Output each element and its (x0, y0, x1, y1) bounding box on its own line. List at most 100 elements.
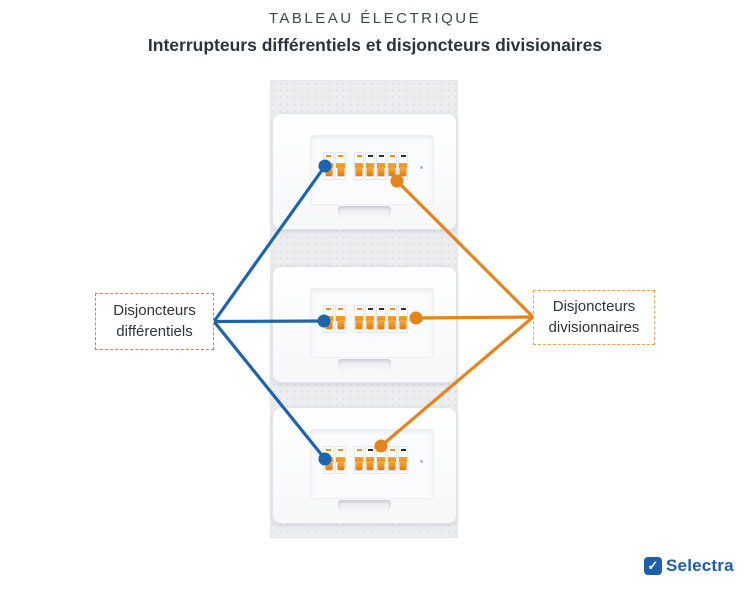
divisional-breaker-group (354, 446, 408, 474)
differential-breaker-group (323, 305, 346, 333)
panel-handle (338, 359, 391, 373)
breaker-toggle (337, 167, 344, 176)
breaker-label-chip (401, 155, 406, 157)
breaker-toggle (366, 461, 374, 470)
breaker-module (354, 152, 364, 180)
breaker-band (366, 316, 374, 321)
breaker-toggle (355, 167, 363, 176)
breaker-module (376, 152, 386, 180)
breaker-toggle (388, 167, 396, 176)
breaker-label-chip (368, 308, 373, 310)
brand-name: Selectra (666, 556, 734, 575)
breaker-band (336, 163, 345, 168)
breaker-module (387, 446, 397, 474)
breaker-toggle (377, 461, 385, 470)
breaker-band (388, 163, 396, 168)
breaker-module (365, 305, 375, 333)
breaker-module (398, 152, 408, 180)
breaker-label-chip (379, 449, 384, 451)
breaker-band (355, 316, 363, 321)
breaker-label-chip (379, 308, 384, 310)
breaker-toggle (337, 461, 344, 470)
callout-line: divisionnaires (548, 318, 640, 336)
breaker-band (355, 163, 363, 168)
screw-dot (420, 166, 423, 169)
breaker-toggle (337, 320, 344, 329)
breaker-module (365, 446, 375, 474)
breaker-module (398, 446, 408, 474)
selectra-logo: ✓ Selectra (644, 556, 734, 576)
breaker-band (336, 457, 345, 462)
breaker-band (377, 163, 385, 168)
breaker-label-chip (357, 308, 362, 310)
panel-handle (338, 500, 391, 514)
divisional-breaker-group (354, 152, 408, 180)
breaker-label-chip (390, 449, 395, 451)
breaker-panel-top (272, 113, 457, 230)
breaker-module (365, 152, 375, 180)
callout-line: différentiels (116, 322, 193, 340)
breaker-band (377, 457, 385, 462)
breaker-label-chip (368, 155, 373, 157)
breaker-band (366, 457, 374, 462)
breaker-label-chip (357, 155, 362, 157)
breaker-band (399, 457, 407, 462)
check-icon: ✓ (644, 557, 662, 575)
breaker-module (354, 305, 364, 333)
breaker-label-chip (401, 308, 406, 310)
breaker-panel-bottom (272, 407, 457, 524)
breaker-module (335, 305, 346, 333)
breaker-toggle (377, 320, 385, 329)
breaker-label-chip (390, 308, 395, 310)
breaker-module (323, 305, 334, 333)
breaker-label-chip (326, 449, 331, 451)
breaker-toggle (388, 320, 396, 329)
callout-line: Disjoncteurs (552, 297, 636, 315)
differential-breaker-group (323, 152, 346, 180)
breaker-label-chip (357, 449, 362, 451)
breaker-band (366, 163, 374, 168)
breaker-label-chip (379, 155, 384, 157)
breaker-toggle (366, 320, 374, 329)
screw-dot (420, 460, 423, 463)
breaker-module (335, 152, 346, 180)
breaker-label-chip (338, 449, 343, 451)
callout-line: Disjoncteurs (113, 301, 196, 319)
panel-handle (338, 206, 391, 220)
page-title: TABLEAU ÉLECTRIQUE (268, 10, 482, 27)
breaker-module (376, 305, 386, 333)
breaker-module (398, 305, 408, 333)
screw-dot (420, 319, 423, 322)
breaker-label-chip (390, 155, 395, 157)
breaker-toggle (355, 320, 363, 329)
page-subtitle: Interrupteurs différentiels et disjoncte… (147, 35, 603, 55)
breaker-module (387, 152, 397, 180)
breaker-toggle (377, 167, 385, 176)
breaker-toggle (399, 167, 407, 176)
breaker-toggle (355, 461, 363, 470)
breaker-toggle (325, 461, 332, 470)
breaker-label-chip (338, 155, 343, 157)
breaker-label-chip (368, 449, 373, 451)
callout-disjoncteurs-differentiels: Disjoncteurs différentiels (95, 293, 214, 350)
breaker-toggle (325, 167, 332, 176)
breaker-label-chip (401, 449, 406, 451)
breaker-label-chip (338, 308, 343, 310)
header: TABLEAU ÉLECTRIQUE Interrupteurs différe… (0, 10, 750, 56)
breaker-band (355, 457, 363, 462)
breaker-band (336, 316, 345, 321)
breaker-toggle (388, 461, 396, 470)
breaker-panel-middle (272, 266, 457, 383)
breaker-band (399, 163, 407, 168)
breaker-toggle (399, 320, 407, 329)
callout-disjoncteurs-divisionnaires: Disjoncteurs divisionnaires (533, 290, 655, 345)
breaker-module (323, 152, 334, 180)
breaker-toggle (366, 167, 374, 176)
breaker-module (354, 446, 364, 474)
breaker-module (335, 446, 346, 474)
breaker-toggle (325, 320, 332, 329)
breaker-module (323, 446, 334, 474)
breaker-label-chip (326, 155, 331, 157)
divisional-breaker-group (354, 305, 408, 333)
breaker-band (388, 457, 396, 462)
